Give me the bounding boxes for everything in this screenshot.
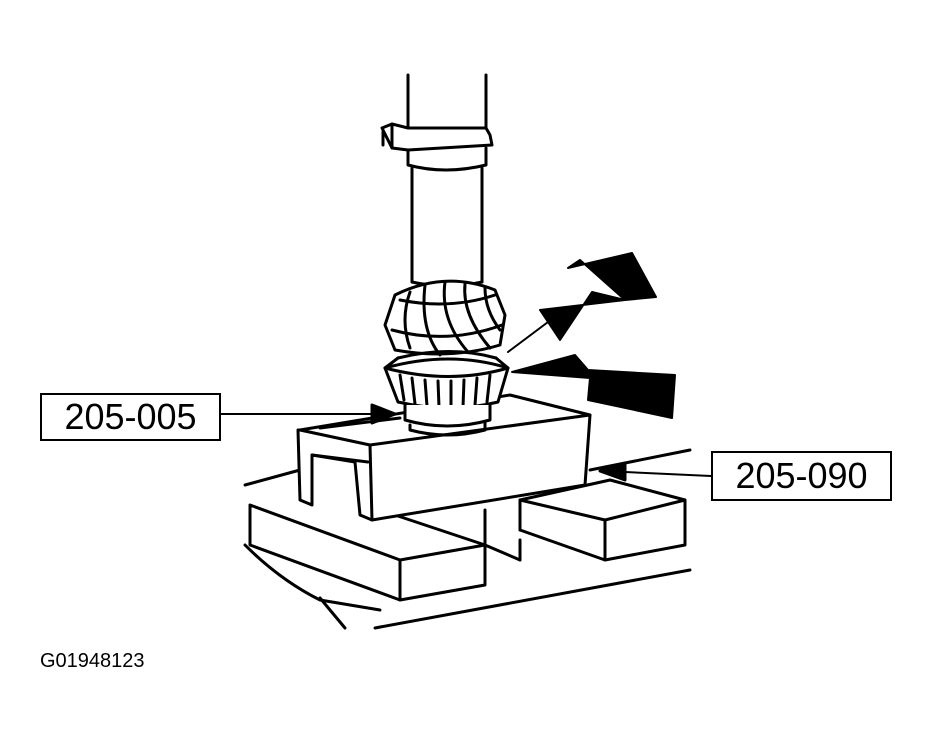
pinion-gear-icon [383, 279, 507, 357]
tool-callout-label: 205-090 [735, 455, 868, 496]
tool-callout-label: 205-005 [64, 396, 197, 437]
press-ram-icon [380, 73, 494, 288]
pointer-arrow-icon [220, 403, 712, 482]
pointer-arrow-icon [507, 252, 676, 419]
tool-callout-205-005: 205-005 [40, 393, 221, 441]
vise-jaws-icon [243, 448, 692, 630]
tapered-bearing-icon [383, 350, 510, 437]
figure-id: G01948123 [40, 650, 145, 672]
tool-callout-205-090: 205-090 [711, 451, 892, 501]
